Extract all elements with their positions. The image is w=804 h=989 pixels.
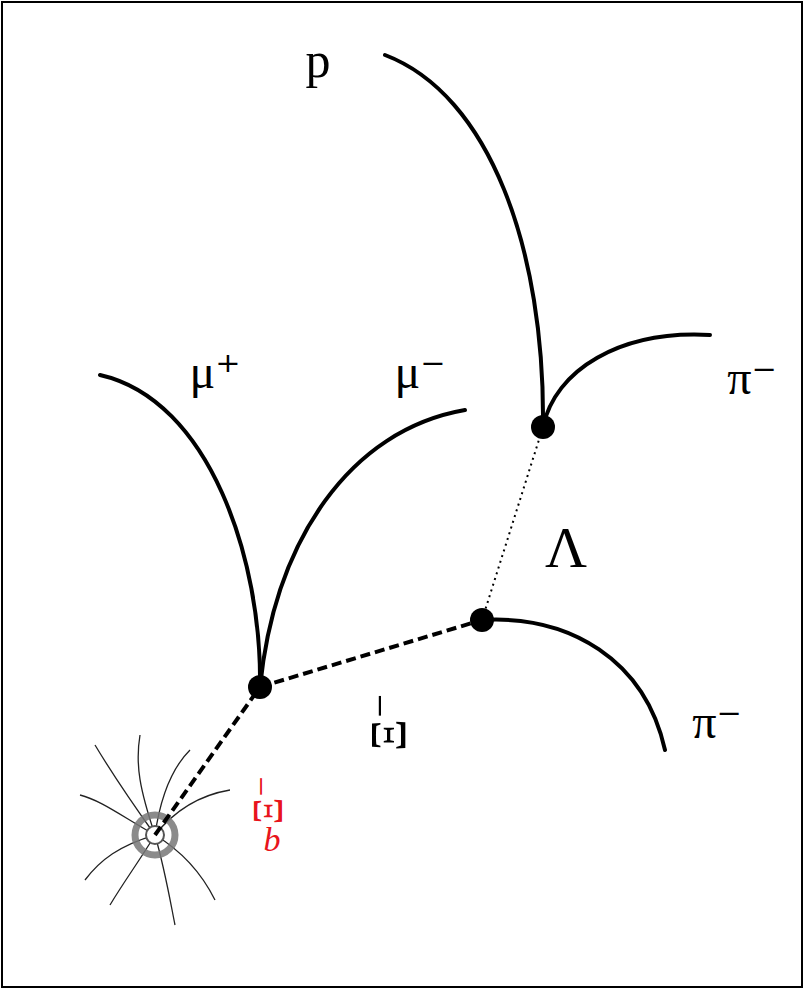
pion-track xyxy=(482,620,665,750)
particle-label: Λ xyxy=(545,519,587,577)
particle-label: p xyxy=(306,35,331,85)
muon-plus-track xyxy=(100,375,260,687)
particle-label: μ⁺ xyxy=(189,348,240,396)
proton-track xyxy=(385,55,543,427)
muon-minus-track xyxy=(260,410,465,687)
particle-label: π⁻ xyxy=(727,354,777,402)
particle-label: Ξ⁻ xyxy=(363,693,413,752)
particle-label: π⁻ xyxy=(692,698,742,746)
tracks xyxy=(100,55,710,750)
subscript-label: b xyxy=(264,823,281,857)
primary-tracks xyxy=(80,735,230,925)
xib-path xyxy=(155,687,260,835)
particle-label: μ⁻ xyxy=(394,348,445,396)
vertex-dot xyxy=(531,415,555,439)
vertex-dot xyxy=(470,608,494,632)
xi-path xyxy=(260,620,482,687)
pion-track xyxy=(543,335,710,427)
vertex-dot xyxy=(248,675,272,699)
lambda-path xyxy=(482,427,543,620)
particle-label: Ξ⁻ xyxy=(247,775,289,824)
